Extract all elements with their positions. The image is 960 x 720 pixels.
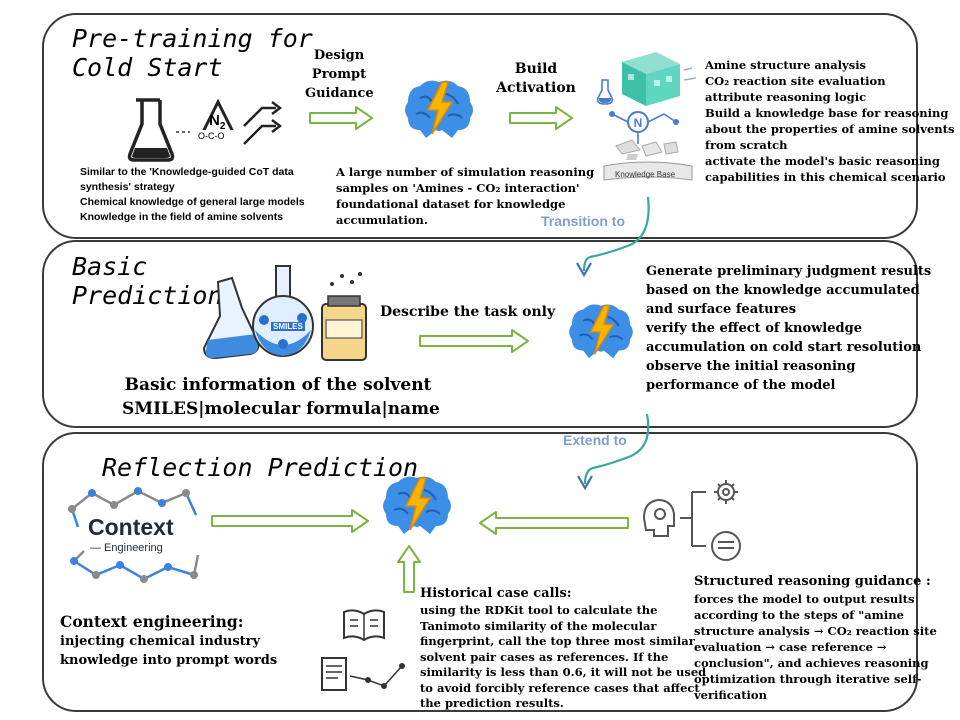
panel-pretraining xyxy=(42,13,918,239)
arrow-build-activation xyxy=(509,106,573,130)
connector-transition xyxy=(576,196,650,278)
panel3-title: Reflection Prediction xyxy=(102,453,419,482)
p3-hist-heading: Historical case calls: xyxy=(420,586,572,601)
context-engineering-logo-icon xyxy=(68,487,200,583)
knowledge-base-label: Knowledge Base xyxy=(615,170,676,179)
arrow1-label: Design Prompt Guidance xyxy=(305,48,374,101)
gear-icon xyxy=(714,480,738,504)
n2-bottom-label: O-C-O xyxy=(198,131,225,141)
flask-icon xyxy=(127,98,175,162)
p3-left-heading: Context engineering: xyxy=(60,612,244,631)
arrow-describe-task xyxy=(419,329,529,353)
arrow-context-to-brain xyxy=(211,509,369,533)
n2-molecule-icon xyxy=(195,98,241,146)
arrow-history-to-brain xyxy=(397,545,421,593)
extend-label: Extend to xyxy=(563,432,627,448)
brain-icon-1 xyxy=(405,80,473,138)
chemistry-flask-n2-icon xyxy=(127,98,283,162)
p3-left-text: injecting chemical industry knowledge in… xyxy=(60,634,278,668)
document-chart-icon xyxy=(321,657,405,691)
p3-hist-text: using the RDKit tool to calculate the Ta… xyxy=(420,603,707,710)
round-flask-icon xyxy=(252,265,314,357)
p2-arrow-label: Describe the task only xyxy=(380,304,556,320)
chat-bubble-icon xyxy=(711,531,741,561)
p1-left-text: Similar to the 'Knowledge-guided CoT dat… xyxy=(80,166,305,223)
p1-right-text: Amine structure analysis CO₂ reaction si… xyxy=(705,58,955,184)
tilted-flask-icon xyxy=(202,276,260,360)
arrow-reasoning-to-brain xyxy=(479,511,629,535)
p1-mid-text: A large number of simulation reasoning s… xyxy=(336,165,595,227)
reagent-bottle-icon xyxy=(321,272,367,361)
book-icon xyxy=(343,609,385,642)
n2-symbol: N2 xyxy=(209,112,226,132)
arrow2-label: Build Activation xyxy=(496,61,576,96)
small-flask-icon xyxy=(596,79,614,105)
head-gear-icon xyxy=(642,498,675,537)
arrow-design-to-brain xyxy=(309,106,373,130)
logo-context-text: Context xyxy=(88,514,174,540)
lab-flasks-icon xyxy=(202,265,367,361)
transition-label: Transition to xyxy=(541,213,625,229)
p2-bottom-text: Basic information of the solvent SMILES|… xyxy=(122,375,440,419)
p2-right-text: Generate preliminary judgment results ba… xyxy=(646,264,932,393)
p3-struct-text: forces the model to output results accor… xyxy=(694,592,937,702)
panel-basic-prediction xyxy=(42,240,918,428)
reasoning-tree-icon xyxy=(642,480,741,561)
connector-extend xyxy=(577,413,650,491)
p3-struct-heading: Structured reasoning guidance : xyxy=(694,574,931,589)
smiles-flask-label: SMILES xyxy=(271,322,305,331)
svg-text:N: N xyxy=(634,116,643,130)
brain-icon-3 xyxy=(383,476,451,534)
knowledge-base-icon: N xyxy=(596,52,697,181)
brain-icon-2 xyxy=(569,304,633,359)
panel1-title: Pre-training for Cold Start xyxy=(72,24,313,82)
panel2-title: Basic Prediction xyxy=(72,252,223,310)
logo-engineering-text: — Engineering xyxy=(90,542,163,554)
